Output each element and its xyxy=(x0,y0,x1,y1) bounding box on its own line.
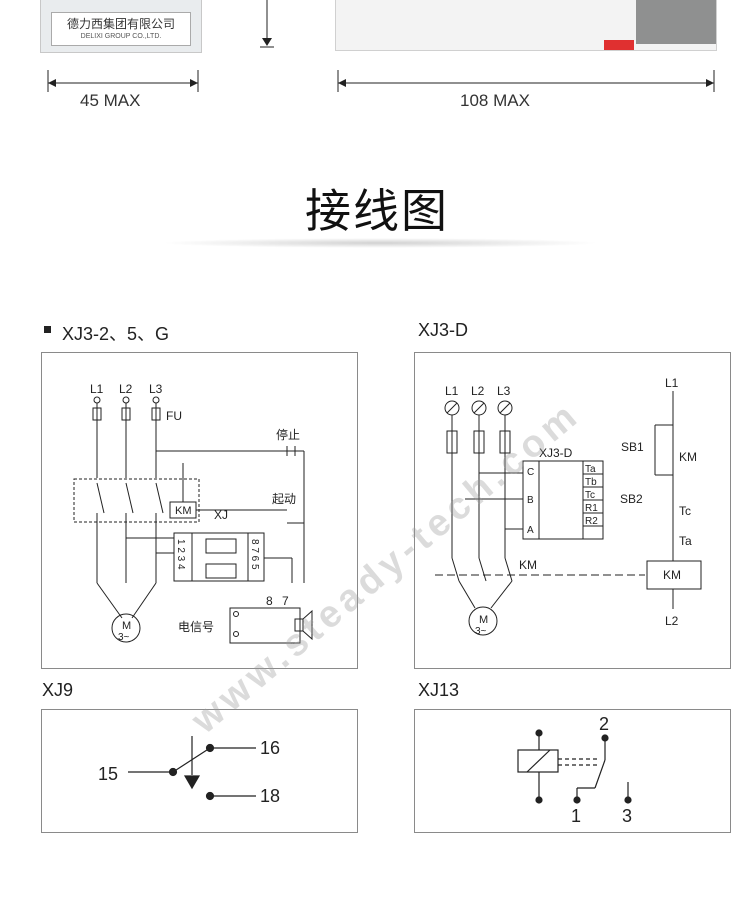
title-shadow-divider xyxy=(160,238,600,248)
xj9-terminal-15: 15 xyxy=(98,764,118,784)
xj3-d-r2: R2 xyxy=(585,516,598,527)
xj13-svg: 2 1 3 xyxy=(517,714,632,826)
xj3-d-sb1: SB1 xyxy=(621,440,644,454)
height-dimension-arrow xyxy=(260,0,274,48)
xj3-2-stop: 停止 xyxy=(276,427,300,442)
xj3-d-km-contact: KM xyxy=(679,450,697,464)
depth-dimension xyxy=(337,70,715,92)
xj3-d-diagram: L1 L2 L3 XJ3-D C B A Ta Tb Tc R1 R2 KM L… xyxy=(414,352,731,669)
xj9-diagram: 15 16 18 xyxy=(41,709,358,833)
xj3-d-km-coil: KM xyxy=(663,568,681,582)
xj3-2-motor-3: 3~ xyxy=(118,632,130,643)
xj3-2-l2: L2 xyxy=(119,382,133,396)
xj3-d-sb2: SB2 xyxy=(620,492,643,506)
xj3-2-l1: L1 xyxy=(90,382,104,396)
bullet-square xyxy=(44,326,51,333)
xj3-d-motor-3: 3~ xyxy=(475,626,487,637)
xj9-terminal-16: 16 xyxy=(260,738,280,758)
xj13-terminal-3: 3 xyxy=(622,806,632,826)
xj3-2-terminals-left: 1 2 3 4 xyxy=(175,539,186,570)
side-view-red-tab xyxy=(604,40,634,50)
product-side-view xyxy=(335,0,717,51)
xj13-diagram: 2 1 3 xyxy=(414,709,731,833)
dim-width-label: 45 MAX xyxy=(80,91,141,110)
xj3-d-l1: L1 xyxy=(445,384,459,398)
xj3-2-motor-m: M xyxy=(122,620,131,632)
xj13-terminal-1: 1 xyxy=(571,806,581,826)
xj3-d-b: B xyxy=(527,495,534,506)
side-view-grey-end xyxy=(636,0,716,44)
xj3-d-l3: L3 xyxy=(497,384,511,398)
xj3-d-ctrl-l1: L1 xyxy=(665,376,679,390)
width-dimension xyxy=(47,70,199,92)
section-title: 接线图 xyxy=(305,184,449,238)
company-label-en: DELIXI GROUP CO.,LTD. xyxy=(80,33,162,40)
xj9-title: XJ9 xyxy=(42,680,74,700)
xj3-d-r1: R1 xyxy=(585,503,598,514)
xj3-d-a: A xyxy=(527,525,534,536)
xj3-2-title: XJ3-2、5、G xyxy=(62,324,170,344)
xj3-d-c: C xyxy=(527,467,534,478)
xj3-2-start: 起动 xyxy=(272,492,296,506)
xj9-svg: 15 16 18 xyxy=(98,736,280,806)
xj3-d-l2: L2 xyxy=(471,384,485,398)
xj3-d-tc-contact: Tc xyxy=(679,504,691,518)
xj3-2-diagram: L1 L2 L3 FU 停止 起动 KM XJ 1 2 3 4 8 7 6 5 … xyxy=(41,352,358,669)
xj3-d-motor-m: M xyxy=(479,614,488,626)
dim-depth-label: 108 MAX xyxy=(460,91,530,110)
xj3-d-tc: Tc xyxy=(585,490,595,501)
xj3-2-signal: 电信号 xyxy=(178,620,214,634)
xj3-d-title: XJ3-D xyxy=(418,320,469,340)
xj3-2-t7: 7 xyxy=(282,594,289,608)
xj3-d-km: KM xyxy=(519,558,537,572)
xj9-terminal-18: 18 xyxy=(260,786,280,806)
company-label: 德力西集团有限公司 DELIXI GROUP CO.,LTD. xyxy=(51,12,191,46)
xj3-d-ta: Ta xyxy=(585,464,596,475)
xj3-2-svg: L1 L2 L3 FU 停止 起动 KM XJ 1 2 3 4 8 7 6 5 … xyxy=(73,382,313,644)
xj13-terminal-2: 2 xyxy=(599,714,609,734)
xj3-2-l3: L3 xyxy=(149,382,163,396)
product-front-view: 德力西集团有限公司 DELIXI GROUP CO.,LTD. xyxy=(40,0,202,53)
xj3-2-fu: FU xyxy=(166,409,182,423)
xj13-title: XJ13 xyxy=(418,680,460,700)
xj3-d-ctrl-l2: L2 xyxy=(665,614,679,628)
xj3-2-t8: 8 xyxy=(266,594,273,608)
xj3-2-terminals-right: 8 7 6 5 xyxy=(249,539,260,570)
xj3-d-tb: Tb xyxy=(585,477,597,488)
xj3-2-km: KM xyxy=(175,505,192,517)
xj3-d-ta-contact: Ta xyxy=(679,534,692,548)
company-label-cn: 德力西集团有限公司 xyxy=(66,17,175,31)
xj3-d-svg: L1 L2 L3 XJ3-D C B A Ta Tb Tc R1 R2 KM L… xyxy=(435,376,702,637)
xj3-2-xj: XJ xyxy=(214,508,228,522)
xj3-d-device: XJ3-D xyxy=(539,446,573,460)
